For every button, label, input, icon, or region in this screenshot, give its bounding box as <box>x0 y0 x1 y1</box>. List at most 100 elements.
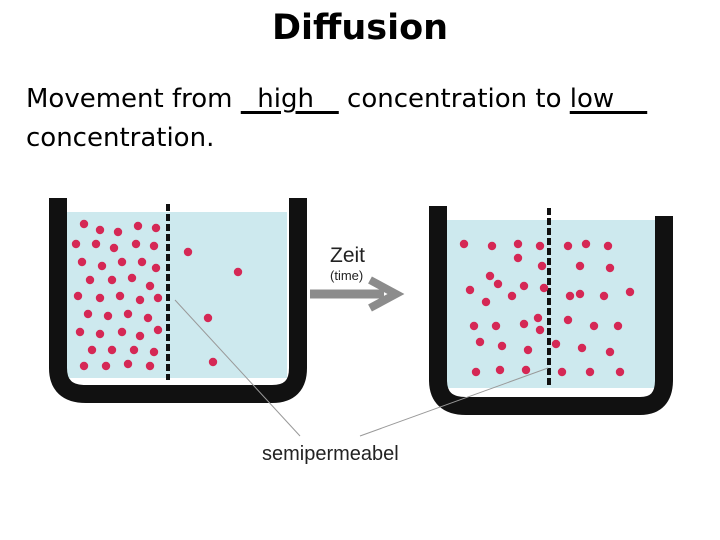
slide-title: Diffusion <box>271 8 449 48</box>
before-particle <box>135 295 145 305</box>
before-particle <box>101 361 111 371</box>
before-particle <box>91 239 101 249</box>
before-particle <box>107 275 117 285</box>
before-particle <box>131 239 141 249</box>
before-particle <box>203 313 213 323</box>
before-particle <box>233 267 243 277</box>
before-particle <box>208 357 218 367</box>
before-particle <box>115 291 125 301</box>
fill-blank-low: low <box>569 84 648 114</box>
after-particle <box>605 263 615 273</box>
before-particle <box>117 327 127 337</box>
after-particle <box>605 347 615 357</box>
before-particle <box>143 313 153 323</box>
after-particle <box>485 271 495 281</box>
after-particle <box>523 345 533 355</box>
after-particle <box>585 367 595 377</box>
after-particle <box>625 287 635 297</box>
after-particle <box>599 291 609 301</box>
before-particle <box>77 257 87 267</box>
before-particle <box>79 219 89 229</box>
after-particle <box>557 367 567 377</box>
definition-text-middle: concentration to <box>338 84 570 114</box>
arrow-label-zeit: Zeit <box>330 244 365 267</box>
after-particle <box>563 315 573 325</box>
before-particle <box>75 327 85 337</box>
pointer-line-left <box>174 299 301 437</box>
before-particle <box>85 275 95 285</box>
beaker-after <box>429 206 673 415</box>
after-particle <box>521 365 531 375</box>
after-particle <box>539 283 549 293</box>
before-particle <box>79 361 89 371</box>
before-particle <box>129 345 139 355</box>
after-particle <box>513 253 523 263</box>
after-particle <box>481 297 491 307</box>
before-particle <box>97 261 107 271</box>
before-particle <box>107 345 117 355</box>
after-particle <box>471 367 481 377</box>
before-particle <box>73 291 83 301</box>
after-particle <box>507 291 517 301</box>
after-particle <box>535 241 545 251</box>
after-particle <box>575 261 585 271</box>
before-particle <box>153 293 163 303</box>
before-particle <box>151 263 161 273</box>
before-particle <box>183 247 193 257</box>
after-particle <box>493 279 503 289</box>
before-particle <box>95 329 105 339</box>
definition-line-1: Movement from high concentration to low <box>26 84 647 114</box>
after-particle <box>575 289 585 299</box>
before-particle <box>133 221 143 231</box>
before-particle <box>87 345 97 355</box>
arrow-head <box>368 276 405 312</box>
after-particle <box>551 339 561 349</box>
membrane-pointers <box>174 299 549 437</box>
after-particle <box>495 365 505 375</box>
after-particle <box>537 261 547 271</box>
before-particle <box>127 273 137 283</box>
fill-blank-high: high <box>240 84 339 114</box>
after-particle <box>519 281 529 291</box>
before-particle <box>95 293 105 303</box>
time-arrow: Zeit (time) <box>310 244 405 312</box>
after-particle <box>565 291 575 301</box>
before-particle <box>123 359 133 369</box>
after-particle <box>491 321 501 331</box>
after-particle <box>533 313 543 323</box>
after-particle <box>469 321 479 331</box>
before-particle <box>123 309 133 319</box>
before-particle <box>137 257 147 267</box>
beaker-before <box>49 198 307 403</box>
before-particle <box>153 325 163 335</box>
before-particle <box>117 257 127 267</box>
after-particle <box>613 321 623 331</box>
after-particle <box>459 239 469 249</box>
after-particle <box>603 241 613 251</box>
before-particle <box>145 361 155 371</box>
before-particle <box>145 281 155 291</box>
definition-text-start: Movement from <box>26 84 241 114</box>
after-particle <box>487 241 497 251</box>
after-particle <box>535 325 545 335</box>
before-particle <box>113 227 123 237</box>
after-particle <box>581 239 591 249</box>
after-particle <box>513 239 523 249</box>
before-particle <box>135 331 145 341</box>
after-particle <box>589 321 599 331</box>
before-particle <box>95 225 105 235</box>
after-particle <box>577 343 587 353</box>
before-particle <box>149 241 159 251</box>
before-particle <box>71 239 81 249</box>
beaker-wall-before <box>49 198 307 403</box>
after-particle <box>563 241 573 251</box>
membrane-label: semipermeabel <box>262 443 399 465</box>
before-particle <box>83 309 93 319</box>
after-particle <box>615 367 625 377</box>
water-before <box>62 212 287 378</box>
pointer-line-right <box>359 367 549 437</box>
arrow-label-time: (time) <box>330 268 363 283</box>
after-particle <box>465 285 475 295</box>
before-particle <box>103 311 113 321</box>
